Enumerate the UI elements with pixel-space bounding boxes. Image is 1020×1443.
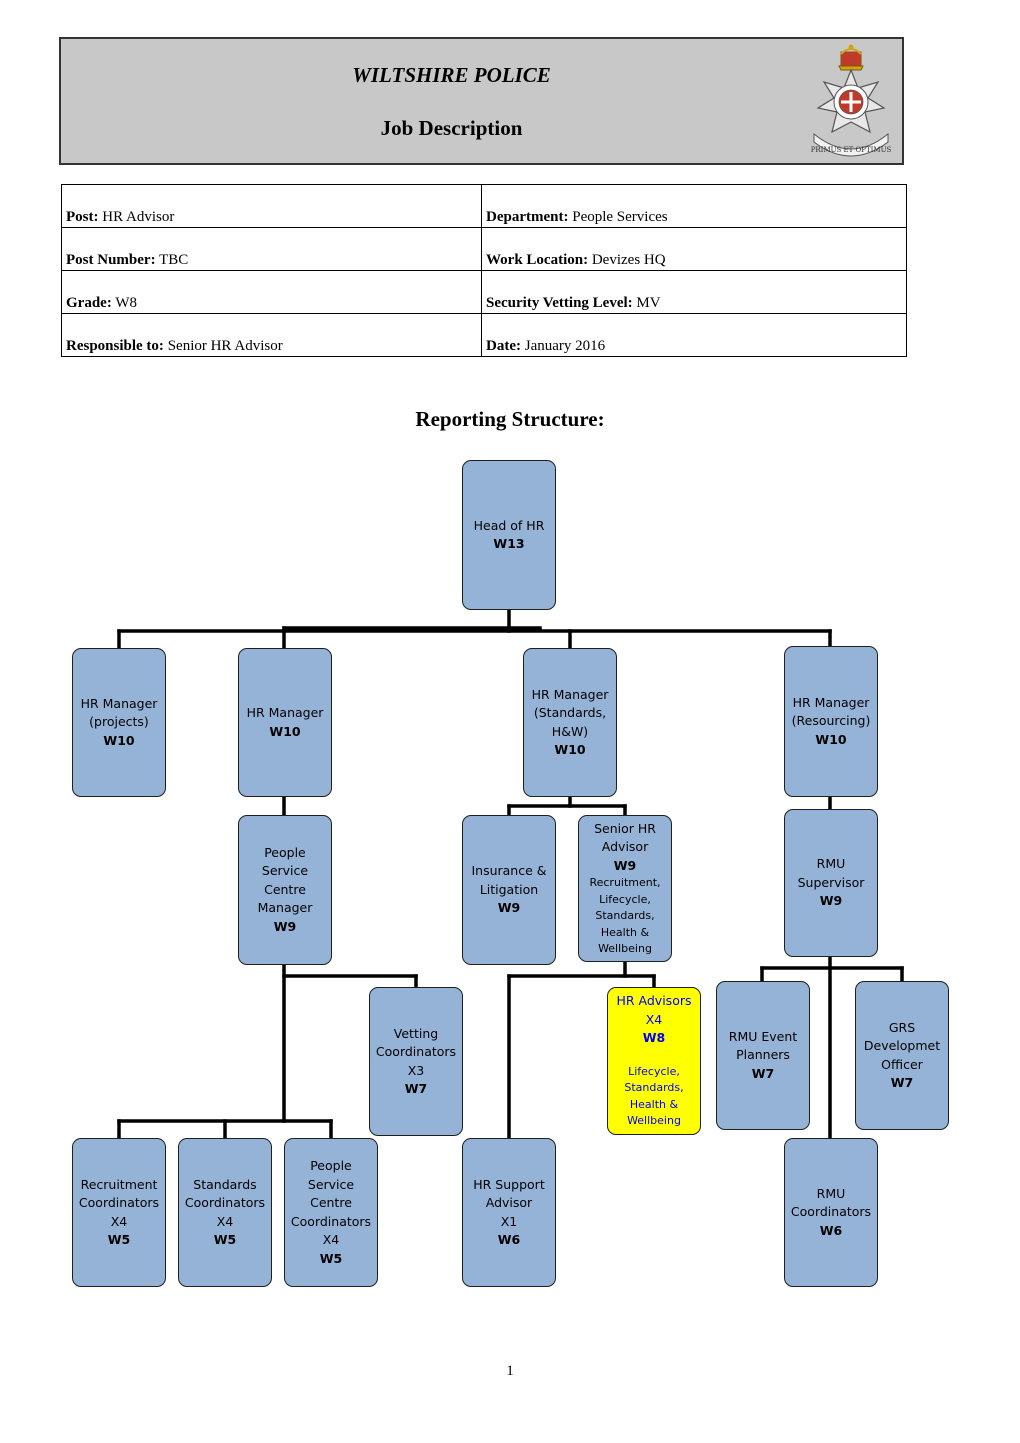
responsible-to-cell: Responsible to: Senior HR Advisor: [61, 313, 482, 357]
post-cell: Post: HR Advisor: [61, 184, 482, 228]
node-title: Senior HR Advisor: [594, 820, 656, 855]
date-cell: Date: January 2016: [481, 313, 907, 357]
org-node-hr-manager-resourcing: HR Manager (Resourcing) W10: [784, 646, 878, 797]
node-title: Vetting Coordinators X3: [375, 1025, 457, 1078]
org-node-recruitment-coordinators: Recruitment Coordinators X4 W5: [72, 1138, 166, 1287]
vetting-label: Security Vetting Level:: [486, 295, 633, 311]
table-row: Post: HR Advisor Department: People Serv…: [61, 184, 907, 228]
grade-value: W8: [115, 295, 137, 311]
node-grade: W10: [815, 731, 847, 747]
svg-text:PRIMUS ET OPTIMUS: PRIMUS ET OPTIMUS: [811, 146, 892, 154]
date-label: Date:: [486, 338, 521, 354]
org-node-hr-advisors: HR Advisors X4 W8 Lifecycle, Standards, …: [607, 987, 701, 1135]
grade-cell: Grade: W8: [61, 270, 482, 314]
table-row: Responsible to: Senior HR Advisor Date: …: [61, 313, 907, 357]
node-title: Insurance & Litigation: [471, 863, 547, 897]
org-node-psc-manager: People Service Centre Manager W9: [238, 815, 332, 965]
section-title: Reporting Structure:: [415, 407, 605, 431]
header-banner: [59, 37, 904, 165]
node-title: RMU Event Planners: [728, 1028, 798, 1063]
post-number-label: Post Number:: [66, 252, 156, 268]
node-title: GRS Developmet Officer: [863, 1019, 941, 1072]
node-title: People Service Centre Manager: [257, 844, 313, 916]
node-grade: W6: [497, 1232, 521, 1247]
node-title: HR Manager: [246, 705, 324, 720]
document-title: Job Description: [380, 116, 523, 140]
node-grade: W9: [497, 900, 521, 916]
org-node-rmu-supervisor: RMU Supervisor W9: [784, 809, 878, 957]
node-grade: W7: [404, 1081, 428, 1096]
organisation-title: WILTSHIRE POLICE: [352, 63, 551, 87]
department-label: Department:: [486, 209, 569, 225]
node-grade: W10: [269, 723, 301, 739]
responsible-to-label: Responsible to:: [66, 338, 164, 354]
node-title: People Service Centre Coordinators X4: [290, 1158, 372, 1247]
org-node-standards-coordinators: Standards Coordinators X4 W5: [178, 1138, 272, 1287]
node-title: HR Manager (projects): [80, 695, 158, 730]
node-title: HR Manager (Resourcing): [791, 694, 871, 729]
table-row: Grade: W8 Security Vetting Level: MV: [61, 270, 907, 314]
org-node-rmu-coordinators: RMU Coordinators W6: [784, 1138, 878, 1287]
node-grade: W9: [613, 857, 637, 873]
org-node-hr-support-advisor: HR Support Advisor X1 W6: [462, 1138, 556, 1287]
node-grade: W7: [890, 1075, 914, 1090]
node-title: HR Advisors X4: [616, 993, 692, 1027]
vetting-value: MV: [636, 295, 661, 311]
responsible-to-value: Senior HR Advisor: [167, 338, 283, 354]
node-grade: W5: [213, 1232, 237, 1247]
node-title: Standards Coordinators X4: [184, 1176, 266, 1229]
org-node-head-of-hr: Head of HR W13: [462, 460, 556, 610]
department-value: People Services: [572, 209, 668, 225]
node-grade: W5: [107, 1232, 131, 1247]
org-node-psc-coordinators: People Service Centre Coordinators X4 W5: [284, 1138, 378, 1287]
post-number-value: TBC: [159, 252, 189, 268]
post-value: HR Advisor: [102, 209, 175, 225]
node-title: HR Support Advisor X1: [473, 1176, 545, 1229]
org-node-senior-hr-advisor: Senior HR Advisor W9 Recruitment, Lifecy…: [578, 815, 672, 962]
node-title: RMU Coordinators: [790, 1185, 872, 1220]
star-badge: [816, 68, 886, 134]
node-title: RMU Supervisor: [797, 856, 865, 890]
work-location-cell: Work Location: Devizes HQ: [481, 227, 907, 271]
node-grade: W8: [642, 1030, 666, 1046]
post-label: Post:: [66, 209, 99, 225]
org-node-hr-manager-projects: HR Manager (projects) W10: [72, 648, 166, 797]
work-location-value: Devizes HQ: [591, 252, 666, 268]
node-grade: W9: [273, 918, 297, 934]
node-note: Recruitment, Lifecycle, Standards, Healt…: [589, 876, 661, 955]
job-details-table: Post: HR Advisor Department: People Serv…: [61, 184, 907, 357]
org-node-grs-development-officer: GRS Developmet Officer W7: [855, 981, 949, 1130]
vetting-cell: Security Vetting Level: MV: [481, 270, 907, 314]
node-grade: W10: [103, 732, 135, 748]
node-grade: W9: [819, 893, 843, 909]
org-node-hr-manager: HR Manager W10: [238, 648, 332, 797]
node-grade: W6: [819, 1222, 843, 1238]
org-node-hr-manager-standards: HR Manager (Standards, H&W) W10: [523, 648, 617, 797]
crown-icon: [838, 44, 864, 71]
page-number: 1: [506, 1363, 514, 1379]
node-grade: W7: [751, 1065, 775, 1081]
node-grade: W13: [493, 536, 525, 551]
grade-label: Grade:: [66, 295, 112, 311]
date-value: January 2016: [524, 338, 606, 354]
org-node-vetting-coordinators: Vetting Coordinators X3 W7: [369, 987, 463, 1136]
node-note: Lifecycle, Standards, Health & Wellbeing: [624, 1064, 684, 1128]
work-location-label: Work Location:: [486, 252, 589, 268]
node-title: Recruitment Coordinators X4: [78, 1176, 160, 1229]
node-title: HR Manager (Standards, H&W): [531, 686, 609, 739]
node-grade: W10: [554, 742, 586, 757]
police-crest-logo: PRIMUS ET OPTIMUS: [811, 44, 892, 157]
org-node-rmu-event-planners: RMU Event Planners W7: [716, 981, 810, 1130]
node-grade: W5: [319, 1250, 343, 1266]
node-title: Head of HR: [473, 517, 545, 533]
org-node-insurance-litigation: Insurance & Litigation W9: [462, 815, 556, 965]
